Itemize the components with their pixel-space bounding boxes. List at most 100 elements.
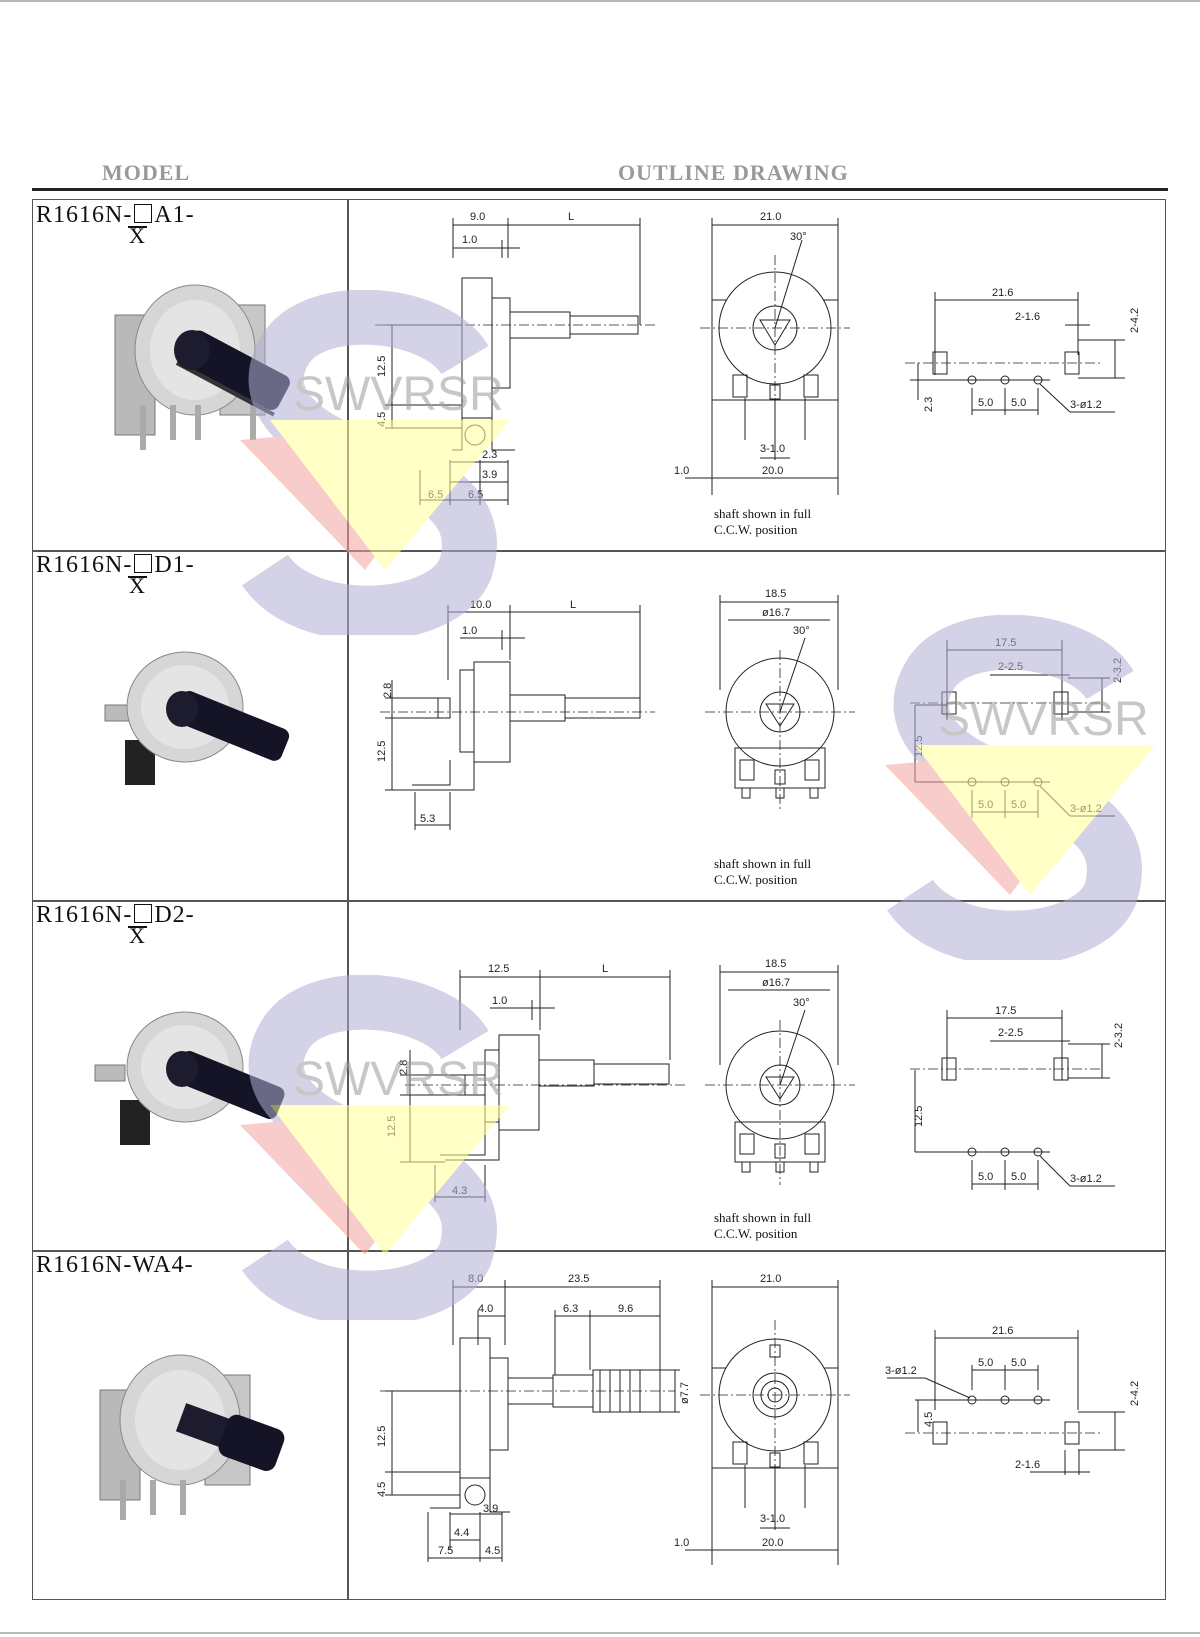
model-suffix: D2-: [154, 902, 195, 928]
dim-text: 2-4.2: [1129, 1381, 1141, 1406]
shaft-note-row3: shaft shown in full C.C.W. position: [714, 1210, 811, 1242]
outline-drawing-row3: 12.5 L 1.0 2.8 12.5 4.3 18.5 ø16.7: [386, 958, 1125, 1202]
dim-text: 6.5: [428, 489, 443, 501]
header-model: MODEL: [102, 160, 191, 185]
dim-text: L: [568, 211, 574, 223]
dim-text: 1.0: [462, 625, 477, 637]
dim-text: 2.3: [923, 397, 935, 412]
dim-text: 9.0: [470, 211, 485, 223]
side-view: 8.0 23.5 4.0 6.3 9.6 ø7.7 12.5 4.5: [376, 1273, 691, 1562]
side-view: 12.5 L 1.0 2.8 12.5 4.3: [386, 963, 685, 1202]
product-photo-row2: [104, 651, 290, 785]
side-view: 12.5 4.5 9.0 L 1.0 2.3 3.9 6.5 6.5: [375, 211, 655, 505]
variant-box: [134, 904, 153, 923]
dim-text: 4.5: [376, 412, 388, 427]
dim-text: 1.0: [674, 465, 689, 477]
dim-text: 3-ø1.2: [1070, 1173, 1102, 1185]
note-line: C.C.W. position: [714, 872, 798, 887]
dim-text: 12.5: [913, 736, 925, 757]
dim-text: 23.5: [568, 1273, 589, 1285]
dim-text: 3-1.0: [760, 1513, 785, 1525]
outline-drawing-row1: 12.5 4.5 9.0 L 1.0 2.3 3.9 6.5 6.5 21.0 …: [375, 211, 1141, 505]
note-line: shaft shown in full: [714, 1210, 812, 1225]
dim-text: 9.6: [618, 1303, 633, 1315]
dim-text: 21.0: [760, 211, 781, 223]
dim-text: 4.3: [452, 1185, 467, 1197]
front-view: 21.0 30° 3-1.0 20.0 1.0: [674, 211, 850, 495]
model-label-row4: R1616N-WA4-: [36, 1253, 194, 1277]
dim-text: 30°: [793, 997, 810, 1009]
dim-text: L: [570, 599, 576, 611]
dim-text: 2-2.5: [998, 661, 1023, 673]
model-sub: X: [128, 223, 147, 248]
model-prefix: R1616N-: [36, 202, 133, 228]
dim-text: 3-1.0: [760, 443, 785, 455]
note-line: shaft shown in full: [714, 856, 812, 871]
variant-box: [134, 204, 153, 223]
dim-text: 21.6: [992, 1325, 1013, 1337]
dim-text: 21.6: [992, 287, 1013, 299]
dim-text: 2-1.6: [1015, 311, 1040, 323]
dim-text: 4.4: [454, 1527, 469, 1539]
dim-text: 5.3: [420, 813, 435, 825]
dim-text: 10.0: [470, 599, 491, 611]
dim-text: 6.3: [563, 1303, 578, 1315]
table-row-divider: [32, 550, 1166, 552]
product-photo-row4: [99, 1354, 285, 1520]
front-view: 21.0 3-1.0 20.0 1.0: [674, 1273, 850, 1565]
dim-text: 1.0: [674, 1537, 689, 1549]
dim-text: 12.5: [488, 963, 509, 975]
model-suffix: A1-: [154, 202, 195, 228]
dim-text: 5.0: [978, 1357, 993, 1369]
dim-text: 12.5: [376, 356, 388, 377]
model-label-row3: R1616N-D2- X: [36, 902, 195, 947]
model-prefix: R1616N-: [36, 552, 133, 578]
dim-text: ø7.7: [679, 1382, 691, 1404]
dim-text: 2-3.2: [1113, 1023, 1125, 1048]
dim-text: 2.3: [482, 449, 497, 461]
front-view: 18.5 ø16.7 30°: [705, 958, 855, 1185]
table-row-divider: [32, 900, 1166, 902]
bottom-rule: [0, 1632, 1200, 1634]
model-sub: X: [128, 573, 147, 598]
dim-text: 12.5: [913, 1106, 925, 1127]
top-rule: [0, 0, 1200, 2]
dim-text: 2-1.6: [1015, 1459, 1040, 1471]
dim-text: 30°: [790, 231, 807, 243]
dim-text: ø16.7: [762, 607, 790, 619]
dim-text: 5.0: [1011, 1171, 1026, 1183]
dim-text: 4.0: [478, 1303, 493, 1315]
dim-text: 3.9: [482, 469, 497, 481]
front-view: 18.5 ø16.7 30°: [705, 588, 855, 810]
dim-text: 3-ø1.2: [1070, 803, 1102, 815]
dim-text: 2.8: [382, 683, 394, 698]
pcb-layout: 17.5 2-2.5 2-3.2 12.5 5.0 5.0 3-ø1.2: [910, 1005, 1125, 1190]
model-prefix: R1616N-: [36, 902, 133, 928]
model-label-row1: R1616N- A1- X: [36, 202, 195, 247]
dim-text: 21.0: [760, 1273, 781, 1285]
side-view: 10.0 L 1.0 2.8 12.5 5.3: [376, 599, 655, 830]
dim-text: 8.0: [468, 1273, 483, 1285]
dim-text: 12.5: [376, 741, 388, 762]
dim-text: 12.5: [376, 1426, 388, 1447]
note-line: C.C.W. position: [714, 522, 798, 537]
table-row-divider: [32, 1250, 1166, 1252]
model-prefix: R1616N-WA4-: [36, 1252, 194, 1278]
table-column-divider: [347, 199, 349, 1600]
dim-text: 3-ø1.2: [885, 1365, 917, 1377]
dim-text: ø16.7: [762, 977, 790, 989]
pcb-layout: 21.6 3-ø1.2 5.0 5.0 4.5 2-4.2 2-1.6: [885, 1325, 1141, 1475]
dim-text: 30°: [793, 625, 810, 637]
dim-text: 2.8: [398, 1060, 410, 1075]
product-photo-row1: [114, 284, 290, 450]
dim-text: 17.5: [995, 1005, 1016, 1017]
dim-text: 6.5: [468, 489, 483, 501]
variant-box: [134, 554, 153, 573]
spec-table: [32, 199, 1166, 1600]
dim-text: 2-4.2: [1129, 308, 1141, 333]
header-outline-drawing: OUTLINE DRAWING: [618, 160, 849, 185]
dim-text: 5.0: [1011, 397, 1026, 409]
dim-text: 5.0: [1011, 799, 1026, 811]
shaft-note-row1: shaft shown in full C.C.W. position: [714, 506, 811, 538]
model-label-row2: R1616N-D1- X: [36, 552, 195, 597]
